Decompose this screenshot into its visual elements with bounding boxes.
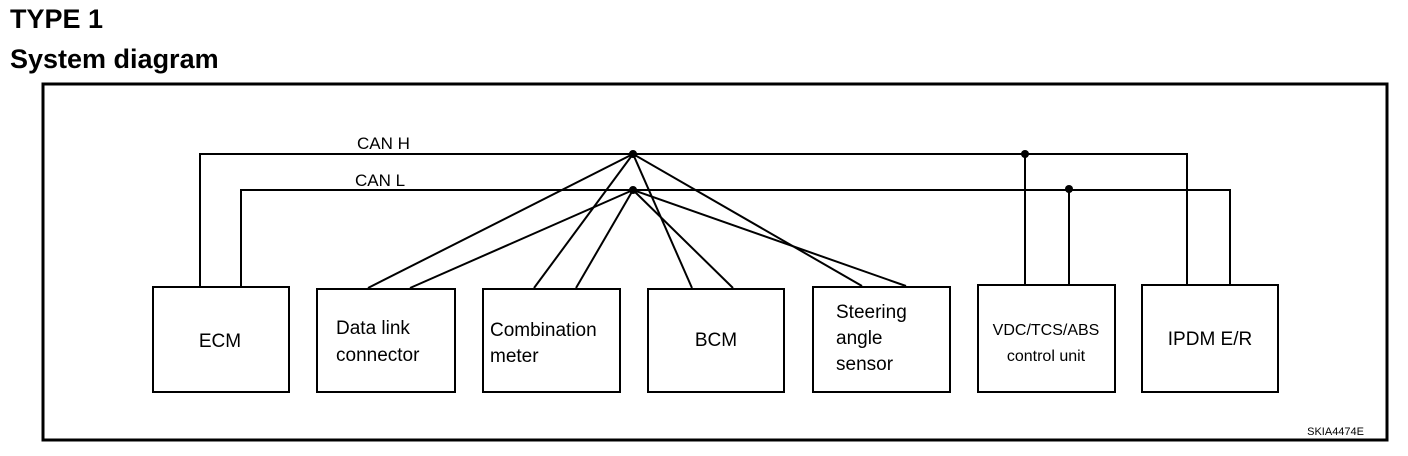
module-bcm-label: BCM xyxy=(695,330,737,351)
module-meter-label-line1: Combination xyxy=(490,320,597,341)
module-ecm: ECM xyxy=(152,286,290,393)
module-combination-meter: Combination meter xyxy=(482,288,621,393)
diagram-title: System diagram xyxy=(10,44,219,74)
module-ipdm-er: IPDM E/R xyxy=(1141,284,1279,393)
figure-code: SKIA4474E xyxy=(1307,426,1364,438)
module-dlc-label-line2: connector xyxy=(336,345,420,366)
module-dlc-label-line1: Data link xyxy=(336,318,410,339)
diagram-type-heading: TYPE 1 xyxy=(10,4,104,34)
module-steering-label-line2: angle xyxy=(836,328,883,349)
module-steering-label-line3: sensor xyxy=(836,354,894,375)
can-h-wiring xyxy=(199,150,1188,289)
module-steering-angle-sensor: Steering angle sensor xyxy=(812,286,951,393)
module-steering-label-line1: Steering xyxy=(836,302,907,323)
module-data-link-connector: Data link connector xyxy=(316,288,456,393)
can-l-trunk xyxy=(240,189,1231,286)
can-l-junction-vdc xyxy=(1065,185,1073,193)
can-h-trunk xyxy=(199,153,1188,286)
module-ecm-label: ECM xyxy=(199,331,241,352)
can-l-wiring xyxy=(240,185,1231,289)
can-h-label: CAN H xyxy=(357,134,410,153)
module-bcm: BCM xyxy=(647,288,785,393)
can-h-junction-vdc xyxy=(1021,150,1029,158)
module-vdc-label-line1: VDC/TCS/ABS xyxy=(993,322,1100,339)
module-meter-label-line2: meter xyxy=(490,346,539,367)
diagram-frame xyxy=(41,82,1389,442)
module-vdc-tcs-abs-control-unit: VDC/TCS/ABS control unit xyxy=(977,284,1116,393)
module-ipdm-label: IPDM E/R xyxy=(1168,329,1252,350)
module-vdc-label-line2: control unit xyxy=(1007,348,1086,365)
can-l-label: CAN L xyxy=(355,171,405,190)
